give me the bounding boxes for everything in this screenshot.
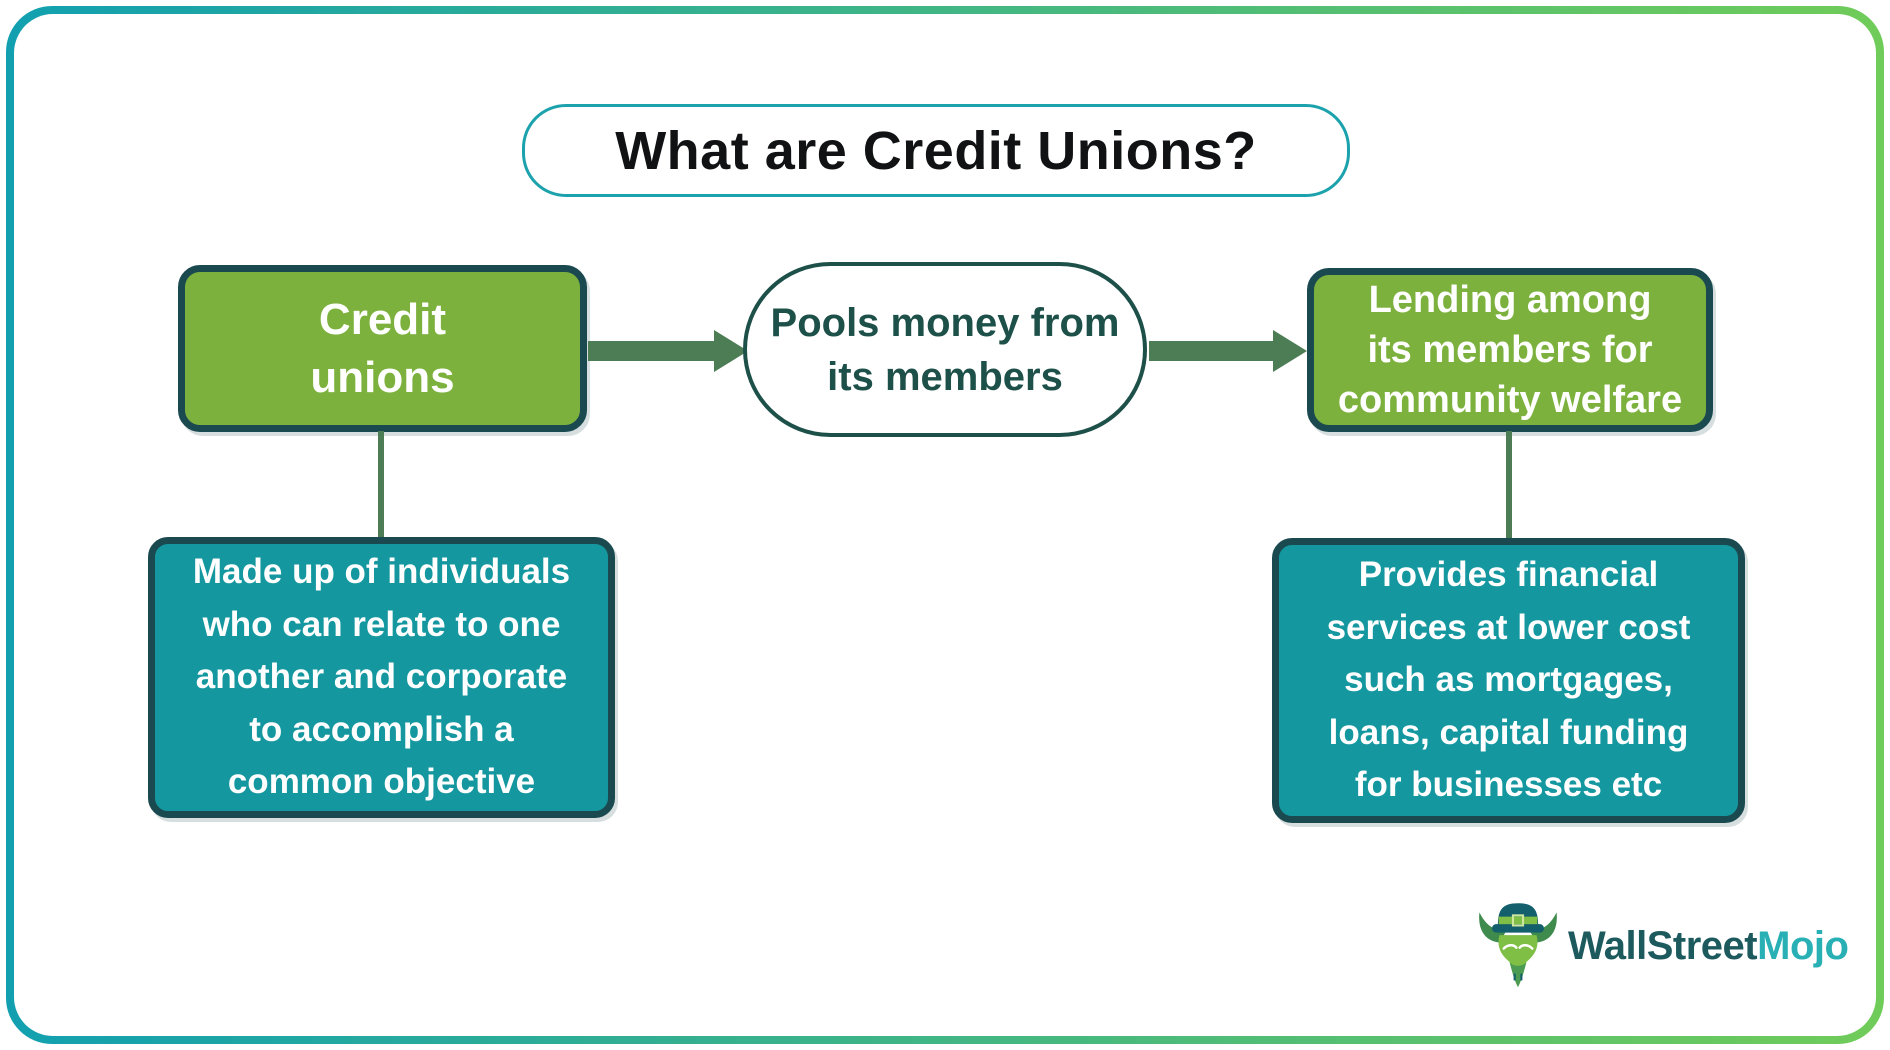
wallstreetmojo-logo: WallStreetMojo [1476,898,1849,994]
node-services-detail: Provides financial services at lower cos… [1272,538,1745,823]
flow-arrow-1-shaft [588,341,714,361]
connector-line-right [1506,431,1512,539]
logo-wordmark-secondary: Mojo [1757,923,1849,968]
connector-line-left [378,431,384,538]
page-title: What are Credit Unions? [615,120,1257,181]
node-credit-unions: Credit unions [178,265,587,432]
node-pools-money: Pools money from its members [743,262,1147,437]
logo-wordmark-primary: WallStreet [1568,923,1758,968]
flow-arrow-1-icon [714,330,748,372]
node-services-detail-label: Provides financial services at lower cos… [1326,555,1691,805]
node-pools-money-label: Pools money from its members [770,300,1120,399]
node-membership-detail-label: Made up of individuals who can relate to… [192,552,571,802]
node-lending-label: Lending among its members for community … [1337,278,1683,422]
title-pill: What are Credit Unions? [522,104,1350,197]
bull-mascot-icon [1479,903,1557,988]
node-lending: Lending among its members for community … [1307,268,1713,432]
logo-wordmark: WallStreetMojo [1568,923,1849,969]
flow-arrow-2-icon [1273,330,1307,372]
node-credit-unions-label: Credit unions [310,295,455,402]
flow-arrow-2-shaft [1149,341,1273,361]
node-membership-detail: Made up of individuals who can relate to… [148,537,615,818]
